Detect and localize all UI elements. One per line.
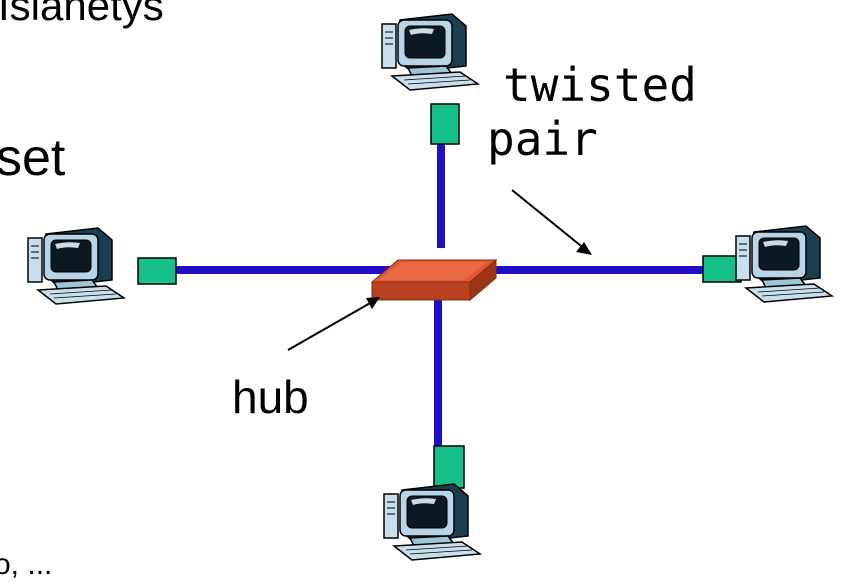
computer-top xyxy=(381,13,479,91)
hub-icon xyxy=(370,258,498,302)
label-hub: hub xyxy=(232,371,309,423)
computer-left xyxy=(27,227,125,305)
arrow-twisted-pair xyxy=(511,189,592,255)
connector-left xyxy=(137,257,177,285)
arrow-hub xyxy=(287,297,380,351)
computer-right xyxy=(735,225,833,303)
cropped-text-bottom: o, ... xyxy=(0,548,53,581)
cropped-text-middle: set xyxy=(0,129,66,187)
connector-bottom xyxy=(433,445,465,489)
connector-top xyxy=(430,103,460,145)
label-pair: pair xyxy=(487,112,598,166)
label-twisted: twisted xyxy=(503,58,697,112)
computer-bottom xyxy=(383,483,481,561)
cropped-text-top: Islanetys xyxy=(0,0,164,29)
